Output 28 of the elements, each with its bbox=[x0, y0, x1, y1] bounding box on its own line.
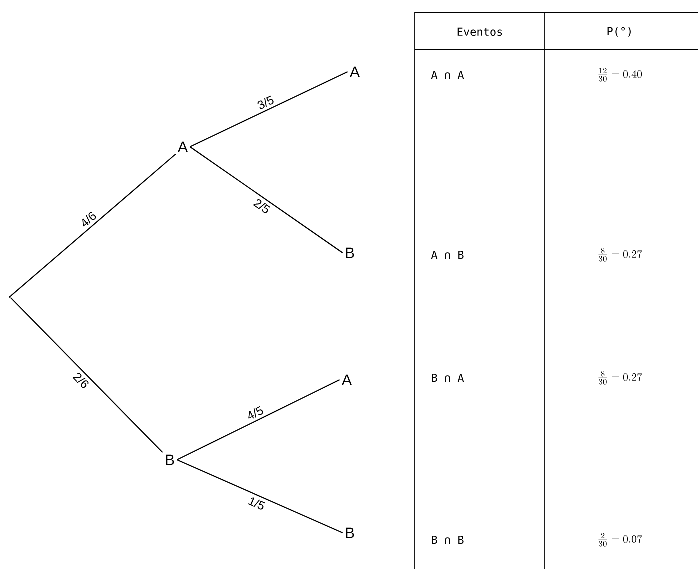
table-cell: $\frac{12}{30} = 0.40$ bbox=[598, 68, 642, 82]
edge-label: 1/5 bbox=[246, 494, 268, 512]
table-header: P(°) bbox=[608, 27, 631, 37]
edge-label: 2/5 bbox=[251, 196, 273, 216]
table-cell: A ∩ B bbox=[431, 251, 464, 259]
table-cell: B ∩ B bbox=[432, 536, 464, 544]
outcome-label: B bbox=[346, 528, 354, 538]
table-cell: $\frac{8}{30} = 0.27$ bbox=[598, 248, 642, 262]
branch-line bbox=[190, 72, 348, 148]
table-cell: B ∩ A bbox=[432, 374, 464, 382]
branch-line bbox=[176, 460, 344, 534]
outcome-label: B bbox=[346, 248, 354, 258]
edge-label: 3/5 bbox=[254, 94, 276, 112]
outcome-label: A bbox=[342, 374, 352, 386]
edge-label: 4/5 bbox=[244, 404, 266, 422]
edge-label: 2/6 bbox=[71, 370, 92, 392]
table-cell: $\frac{8}{30} = 0.27$ bbox=[598, 371, 642, 385]
branch-line bbox=[10, 297, 164, 454]
edge-label: 4/6 bbox=[78, 209, 99, 230]
branch-line bbox=[176, 380, 340, 460]
outcome-label: B bbox=[166, 454, 174, 466]
outcome-label: A bbox=[350, 66, 360, 78]
table-cell: A ∩ A bbox=[431, 71, 464, 79]
branch-line bbox=[190, 146, 344, 254]
table-cell: $\frac{2}{30} = 0.07$ bbox=[598, 533, 642, 547]
outcome-label: A bbox=[178, 142, 188, 152]
branch-line bbox=[10, 154, 176, 297]
table-header: Eventos bbox=[458, 28, 502, 36]
